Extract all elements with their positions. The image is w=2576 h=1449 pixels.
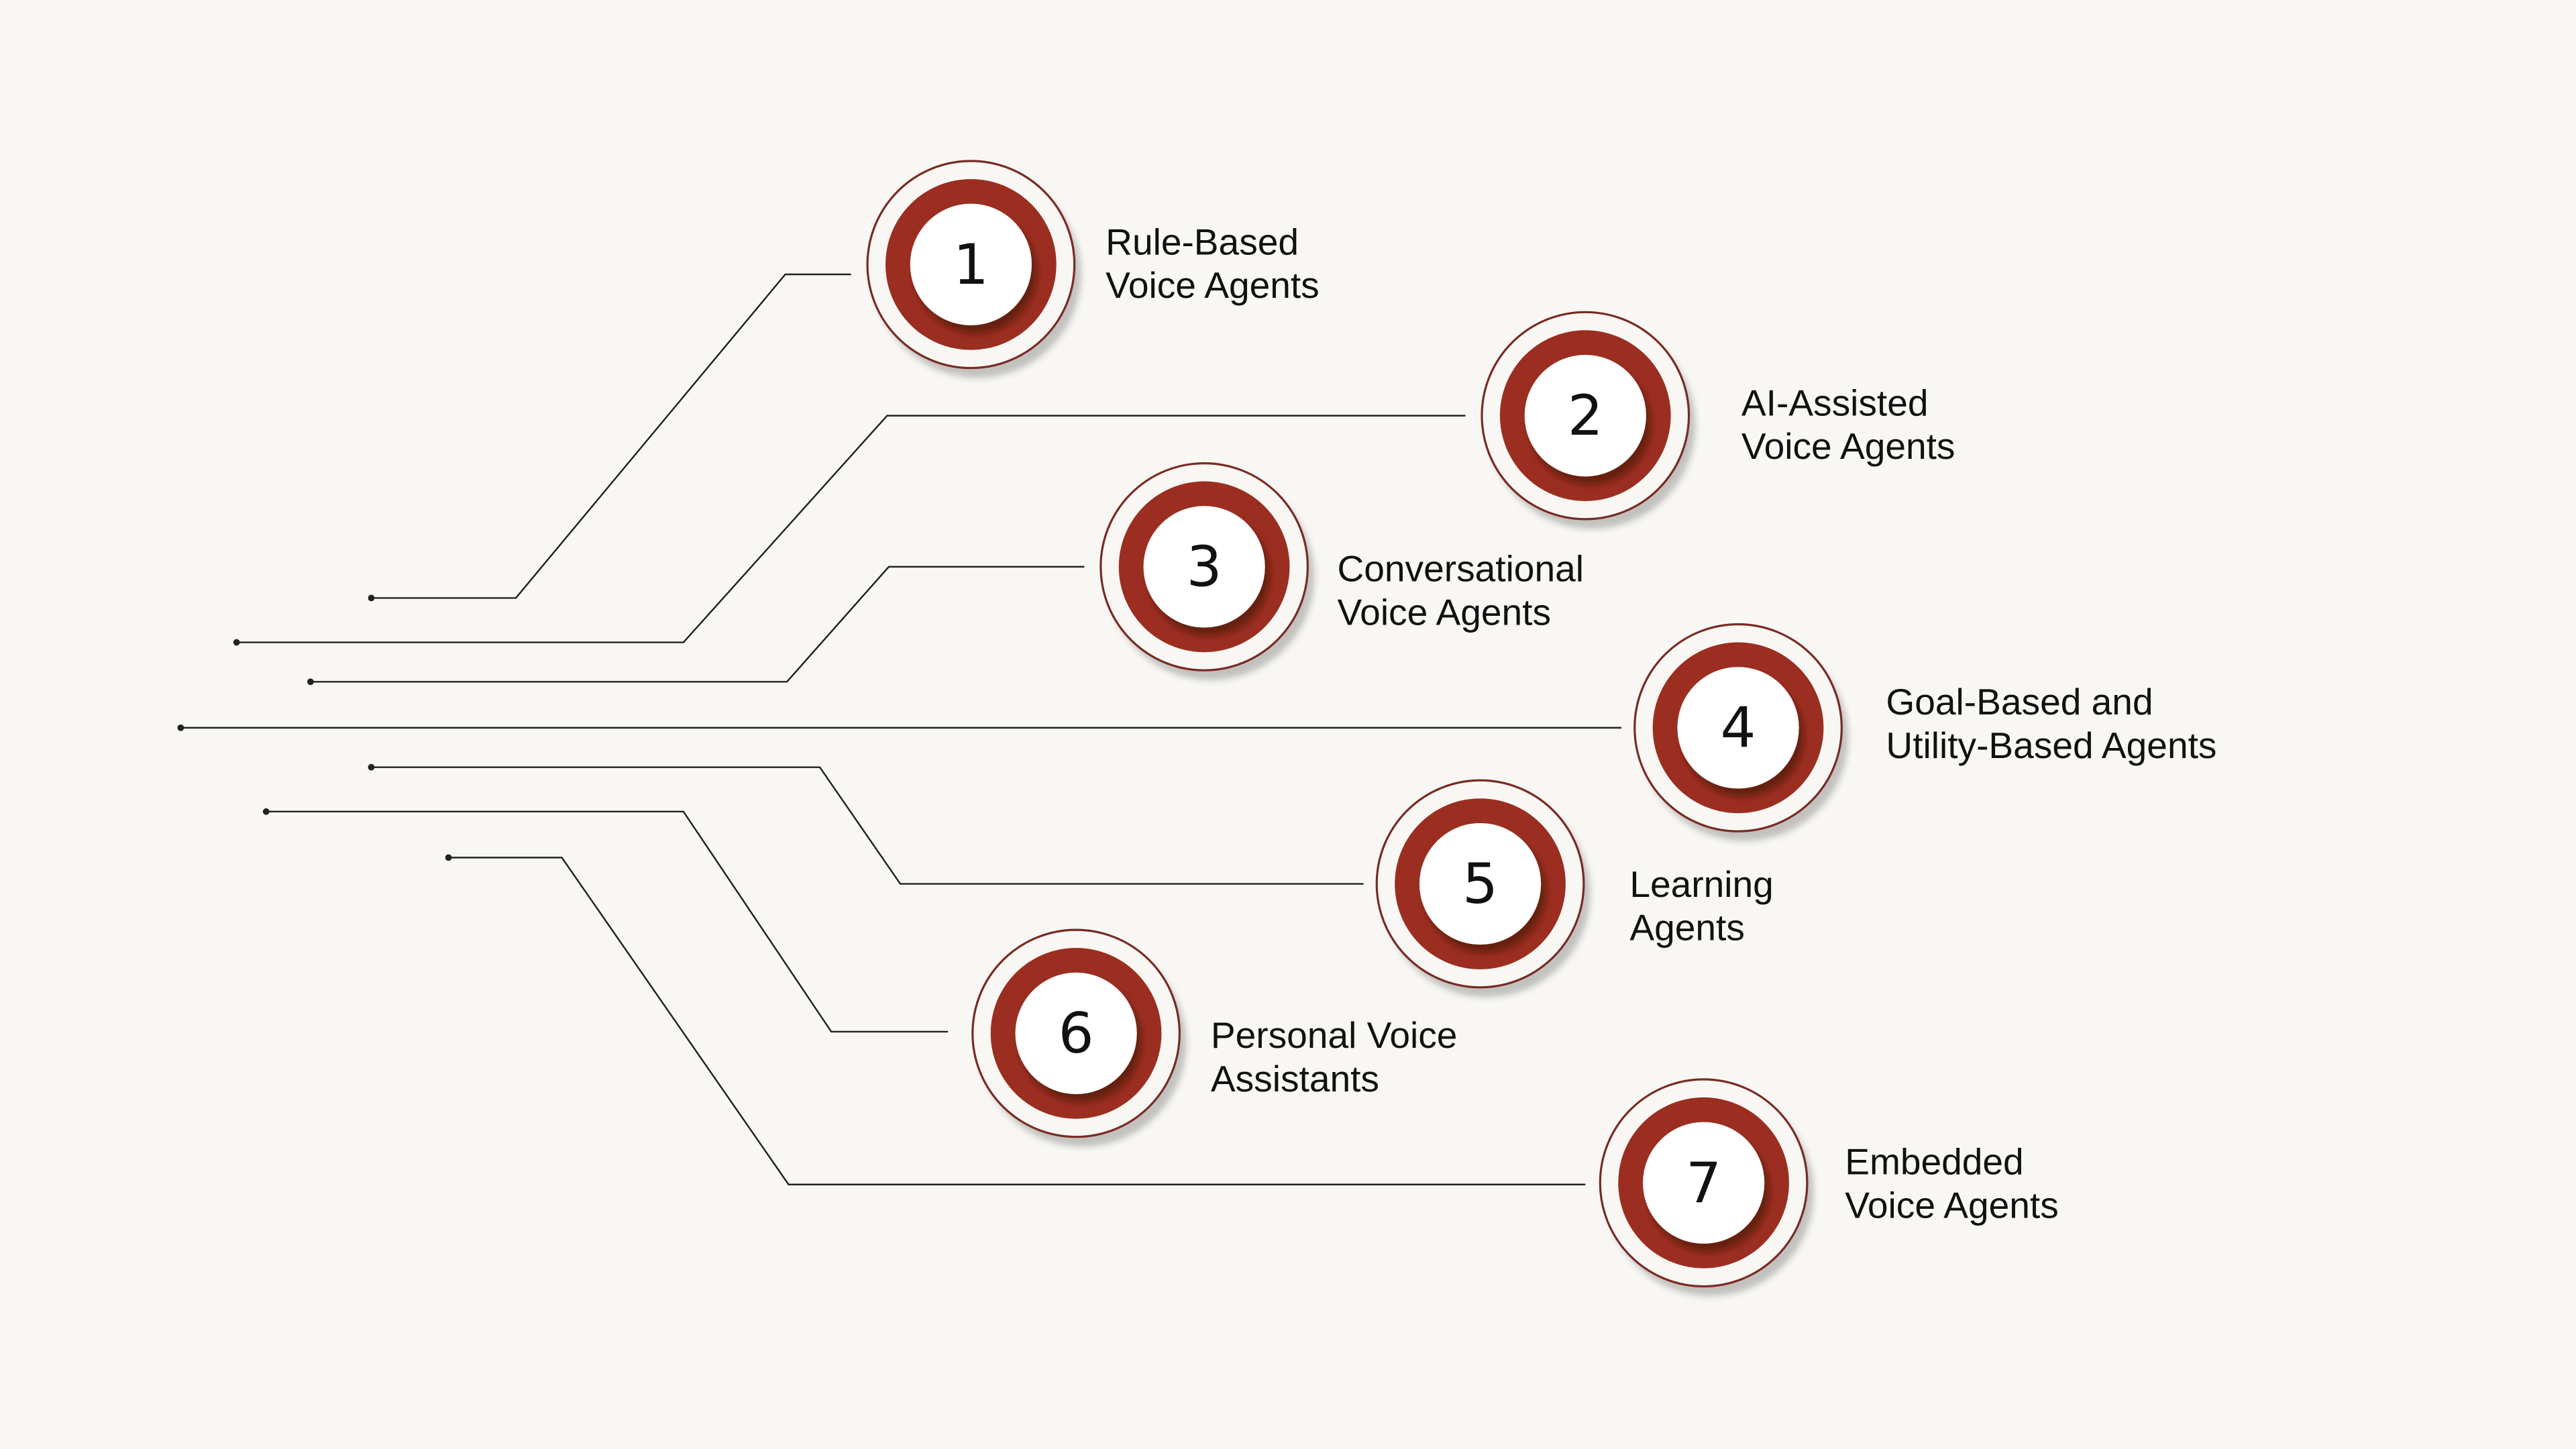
label-line-2: Voice Agents <box>1106 264 1320 306</box>
label-line-1: Rule-Based <box>1106 221 1299 262</box>
label-line-1: Embedded <box>1845 1141 2023 1183</box>
outer-outline <box>866 160 1076 370</box>
outer-outline <box>1099 462 1309 672</box>
connector-line-6 <box>266 810 949 1033</box>
connector-line-3 <box>310 566 1085 683</box>
connector-line-1 <box>371 273 851 599</box>
connector-dot-3 <box>307 678 314 686</box>
label-line-2: Voice Agents <box>1337 592 1551 633</box>
connector-line-2 <box>236 415 1466 643</box>
number-badge <box>910 203 1032 325</box>
node-number: 6 <box>1059 1001 1094 1066</box>
outer-outline <box>1633 623 1843 833</box>
connector-dot-7 <box>445 854 452 861</box>
connector-dot-1 <box>368 594 375 602</box>
label-line-2: Utility-Based Agents <box>1886 724 2216 766</box>
label-line-1: Personal Voice <box>1211 1014 1458 1056</box>
label-line-2: Assistants <box>1211 1058 1379 1099</box>
label-line-2: Voice Agents <box>1845 1185 2059 1226</box>
outer-outline <box>1481 311 1690 521</box>
number-badge <box>1524 354 1646 477</box>
number-badge <box>1677 667 1799 789</box>
label-line-1: AI-Assisted <box>1741 382 1929 423</box>
node-number: 5 <box>1462 851 1498 916</box>
outer-outline <box>1375 779 1585 989</box>
connector-lines <box>177 273 1622 1185</box>
number-badge <box>1143 506 1265 628</box>
connector-line-5 <box>371 766 1364 885</box>
connector-dot-6 <box>262 808 270 815</box>
connector-dot-5 <box>368 763 375 771</box>
label-line-2: Voice Agents <box>1741 425 1955 467</box>
outer-outline <box>971 928 1181 1138</box>
label-line-2: Agents <box>1629 907 1745 949</box>
node-number: 7 <box>1686 1150 1721 1216</box>
number-badge <box>1642 1122 1765 1244</box>
connector-dot-2 <box>233 639 240 646</box>
label-line-1: Goal-Based and <box>1886 681 2153 722</box>
number-badge <box>1015 972 1137 1095</box>
connector-line-7 <box>448 857 1586 1185</box>
label-line-1: Learning <box>1629 863 1773 905</box>
outer-outline <box>1599 1078 1809 1288</box>
node-number: 2 <box>1568 383 1603 448</box>
connector-dot-4 <box>177 724 184 731</box>
node-number: 4 <box>1721 695 1756 760</box>
number-badge <box>1419 822 1542 945</box>
node-number: 1 <box>953 232 989 297</box>
label-line-1: Conversational <box>1337 548 1583 590</box>
node-number: 3 <box>1187 534 1222 599</box>
